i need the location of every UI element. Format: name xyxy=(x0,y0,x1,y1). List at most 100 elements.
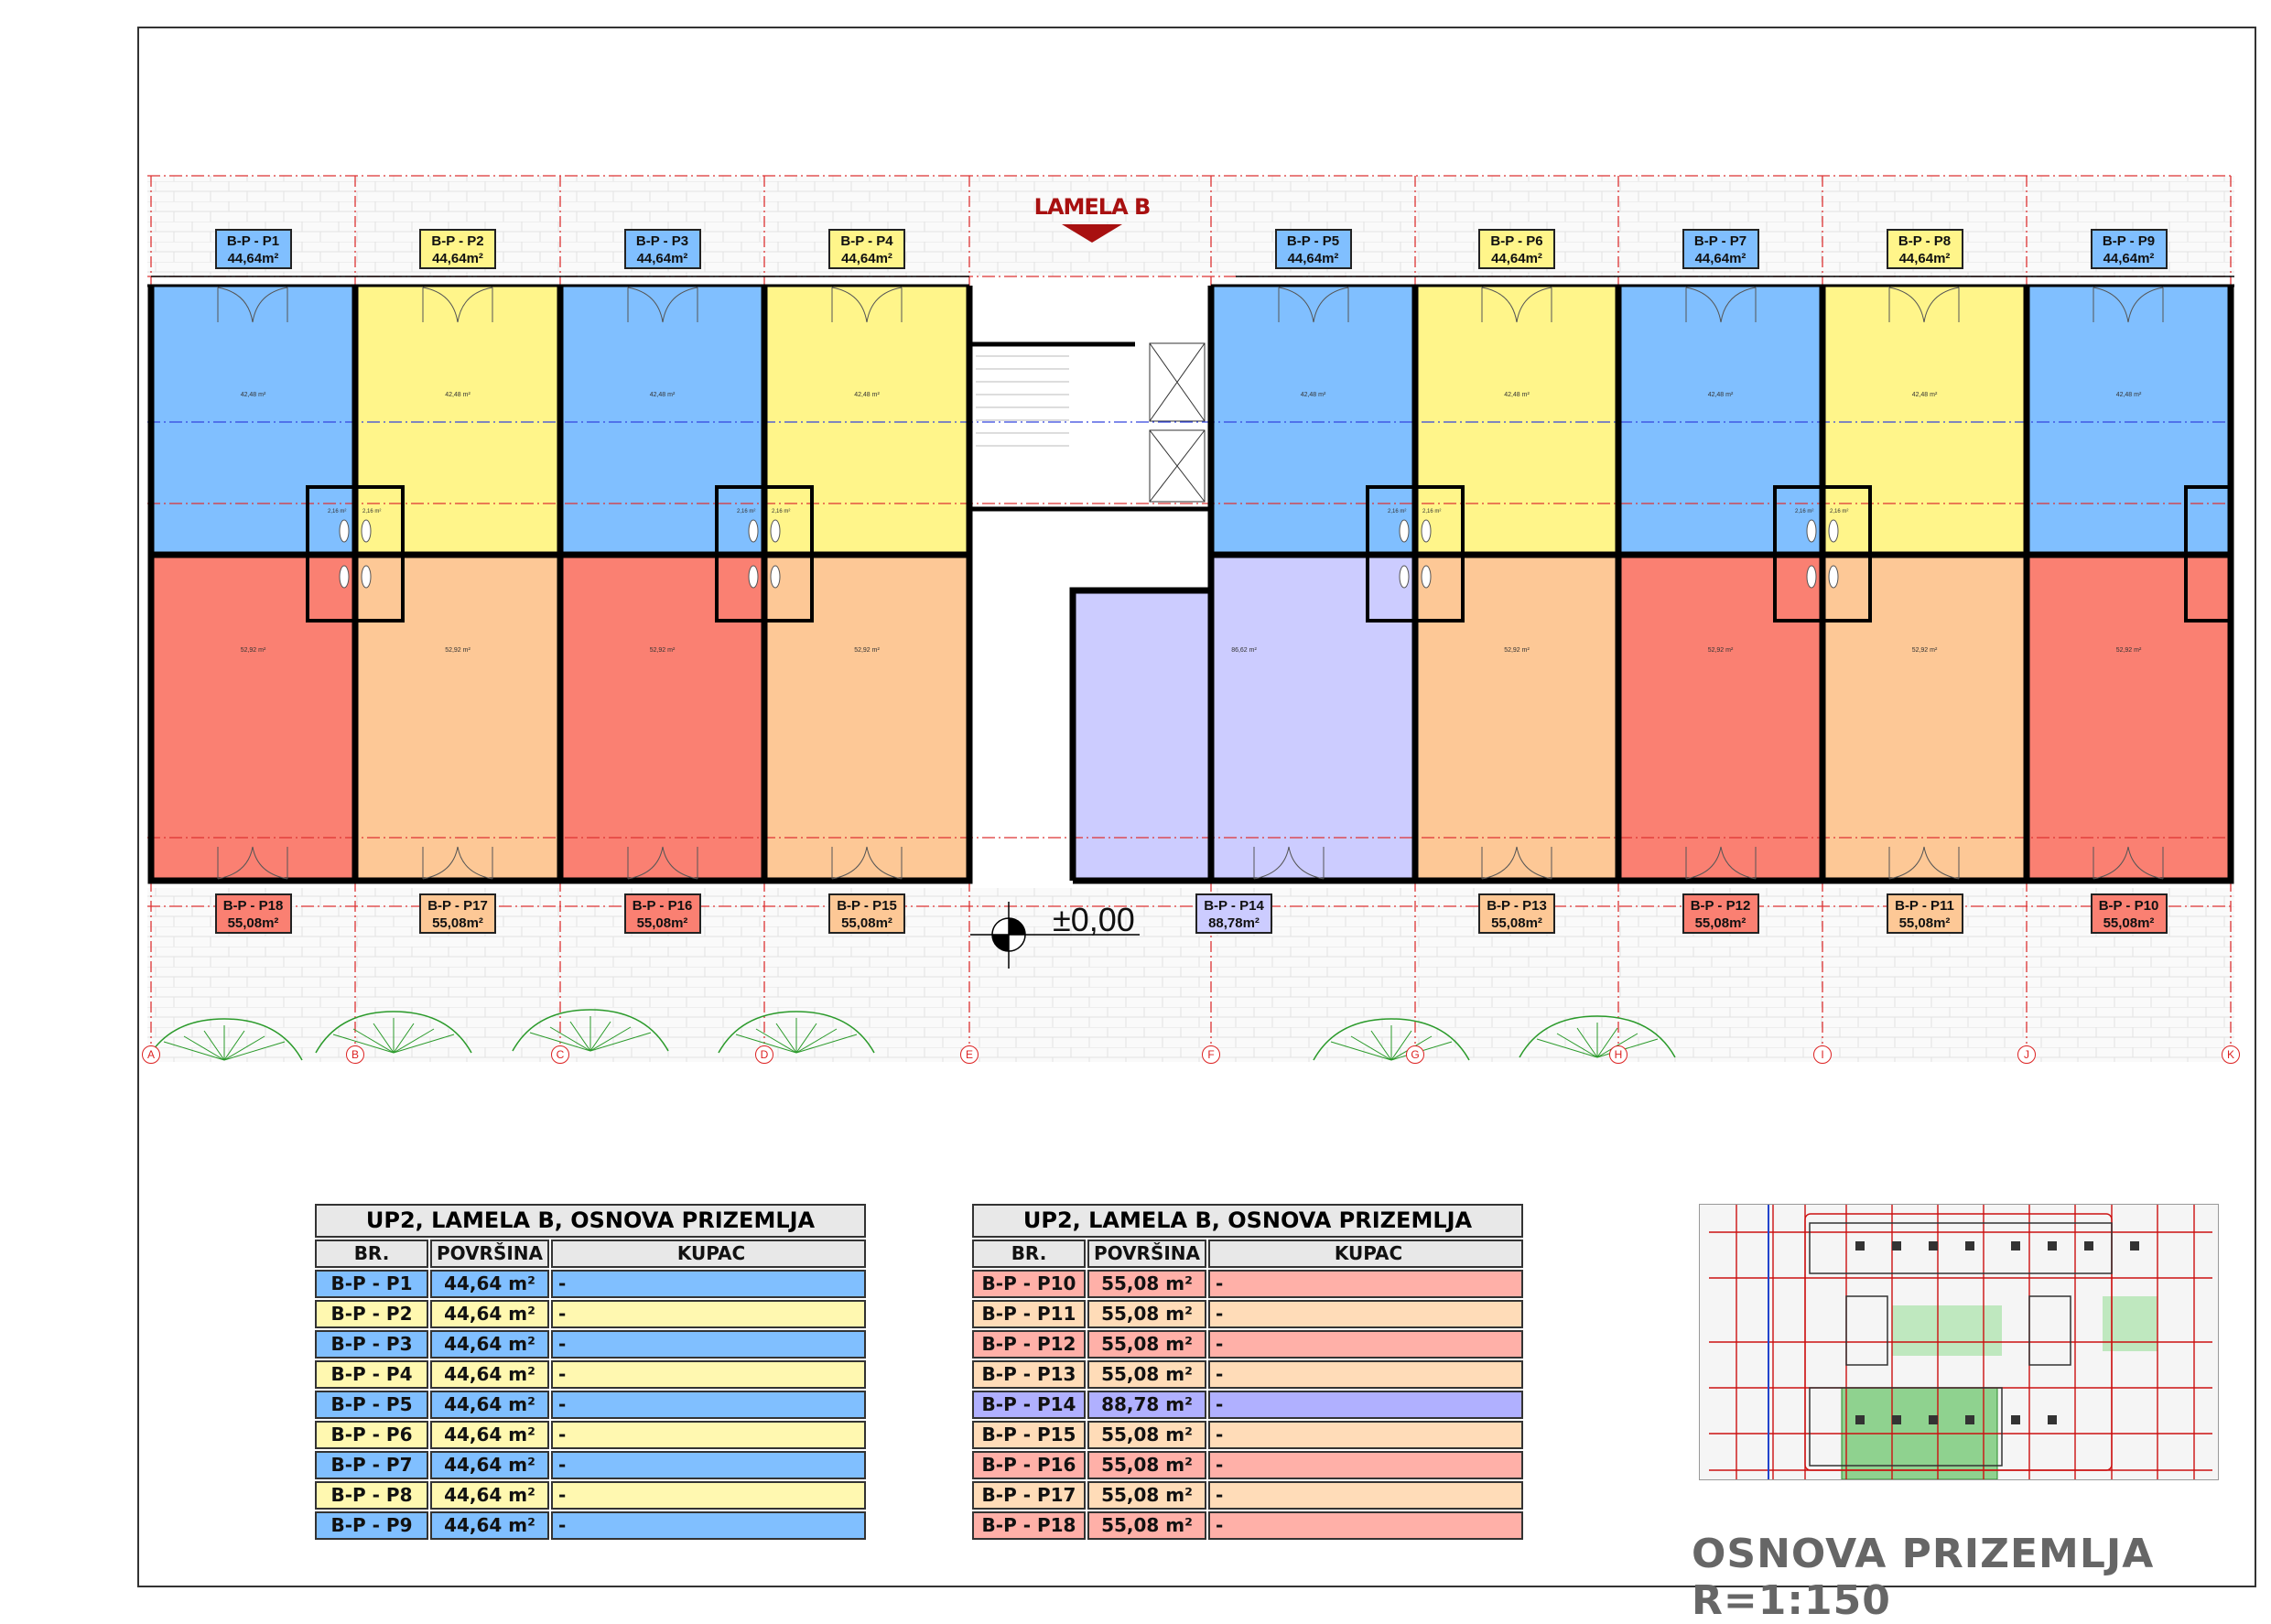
unit-id: B-P - P11 xyxy=(1895,898,1954,914)
unit-area-18[interactable] xyxy=(151,555,355,881)
cell-area: 44,64 m² xyxy=(430,1330,549,1359)
cell-kupac[interactable]: - xyxy=(551,1360,866,1389)
cell-kupac[interactable]: - xyxy=(551,1421,866,1449)
door-icon xyxy=(1888,287,1960,323)
unit-area-8[interactable] xyxy=(1822,286,2027,555)
site-minimap xyxy=(1699,1204,2219,1480)
cell-kupac[interactable]: - xyxy=(1208,1360,1523,1389)
unit-area-10[interactable] xyxy=(2027,555,2231,881)
unit-area-12[interactable] xyxy=(1618,555,1822,881)
unit-area-17[interactable] xyxy=(355,555,560,881)
unit-area-14[interactable] xyxy=(1073,555,1415,881)
cell-area: 55,08 m² xyxy=(1087,1300,1206,1328)
room-area-text: 42,48 m² xyxy=(854,392,880,398)
unit-area-1[interactable] xyxy=(151,286,355,555)
cell-kupac[interactable]: - xyxy=(551,1270,866,1298)
cell-kupac[interactable]: - xyxy=(1208,1300,1523,1328)
unit-area-2[interactable] xyxy=(355,286,560,555)
tree-icon xyxy=(1313,1018,1470,1061)
unit-area-5[interactable] xyxy=(1211,286,1415,555)
room-area-text: 42,48 m² xyxy=(1912,392,1938,398)
header-kupac: KUPAC xyxy=(1208,1240,1523,1268)
unit-area-4[interactable] xyxy=(764,286,969,555)
cell-kupac[interactable]: - xyxy=(1208,1451,1523,1479)
toilet-area-text: 2,16 m² xyxy=(1388,509,1406,514)
cell-br: B-P - P17 xyxy=(972,1481,1086,1510)
room-area-text: 52,92 m² xyxy=(1708,647,1734,654)
grid-axis-h: H xyxy=(1609,1045,1628,1064)
cell-area: 88,78 m² xyxy=(1087,1391,1206,1419)
wc-icon xyxy=(748,565,759,589)
unit-area: 55,08m² xyxy=(432,915,483,931)
unit-area-9[interactable] xyxy=(2027,286,2231,555)
cell-area: 55,08 m² xyxy=(1087,1481,1206,1510)
door-icon xyxy=(1253,846,1325,880)
cell-kupac[interactable]: - xyxy=(551,1300,866,1328)
cell-kupac[interactable]: - xyxy=(551,1330,866,1359)
cell-kupac[interactable]: - xyxy=(551,1391,866,1419)
unit-id: B-P - P14 xyxy=(1204,898,1264,914)
cell-kupac[interactable]: - xyxy=(1208,1511,1523,1540)
cell-br: B-P - P18 xyxy=(972,1511,1086,1540)
unit-area-7[interactable] xyxy=(1618,286,1822,555)
cell-kupac[interactable]: - xyxy=(551,1481,866,1510)
cell-kupac[interactable]: - xyxy=(1208,1421,1523,1449)
cell-kupac[interactable]: - xyxy=(1208,1481,1523,1510)
cell-kupac[interactable]: - xyxy=(1208,1270,1523,1298)
unit-area-11[interactable] xyxy=(1822,555,2027,881)
cell-kupac[interactable]: - xyxy=(1208,1330,1523,1359)
unit-area-3[interactable] xyxy=(560,286,764,555)
grid-axis-k: K xyxy=(2222,1045,2240,1064)
cell-kupac[interactable]: - xyxy=(1208,1391,1523,1419)
unit-area-6[interactable] xyxy=(1415,286,1618,555)
unit-id: B-P - P5 xyxy=(1286,233,1340,249)
room-area-text: 42,48 m² xyxy=(650,392,676,398)
tree-icon xyxy=(1519,1015,1676,1058)
table-title: UP2, LAMELA B, OSNOVA PRIZEMLJA xyxy=(972,1204,1523,1238)
unit-area-15[interactable] xyxy=(764,555,969,881)
unit-area-16[interactable] xyxy=(560,555,764,881)
cell-kupac[interactable]: - xyxy=(551,1511,866,1540)
unit-area-13[interactable] xyxy=(1415,555,1618,881)
unit-id: B-P - P4 xyxy=(840,233,893,249)
cell-kupac[interactable]: - xyxy=(551,1451,866,1479)
